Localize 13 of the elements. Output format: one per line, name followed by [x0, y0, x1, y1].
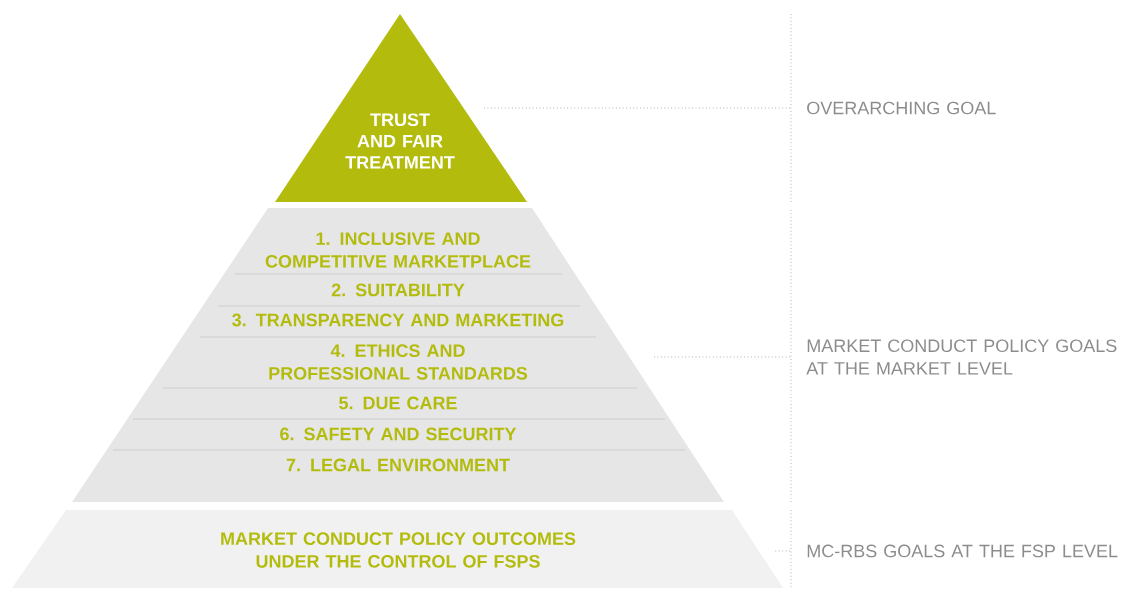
pyramid-top: TRUST AND FAIR TREATMENT — [275, 14, 527, 202]
goal-label: 1. INCLUSIVE AND COMPETITIVE MARKETPLACE — [265, 232, 531, 268]
side-label: MARKET CONDUCT POLICY GOALS AT THE MARKET LEVEL — [806, 339, 1117, 375]
goal-label: 5. DUE CARE — [339, 396, 457, 410]
side-label: MC-RBS GOALS AT THE FSP LEVEL — [807, 544, 1118, 558]
pyramid-middle — [72, 208, 724, 502]
pyramid-base: MARKET CONDUCT POLICY OUTCOMES UNDER THE CONTROL OF FSPS — [12, 510, 783, 588]
goal-label: 4. ETHICS AND PROFESSIONAL STANDARDS — [269, 344, 528, 380]
goal-label: 7. LEGAL ENVIRONMENT — [286, 458, 510, 472]
goal-label: 3. TRANSPARENCY AND MARKETING — [232, 313, 564, 327]
goal-label: 2. SUITABILITY — [331, 283, 465, 297]
side-label: OVERARCHING GOAL — [807, 101, 996, 115]
goal-label: 6. SAFETY AND SECURITY — [280, 427, 517, 441]
